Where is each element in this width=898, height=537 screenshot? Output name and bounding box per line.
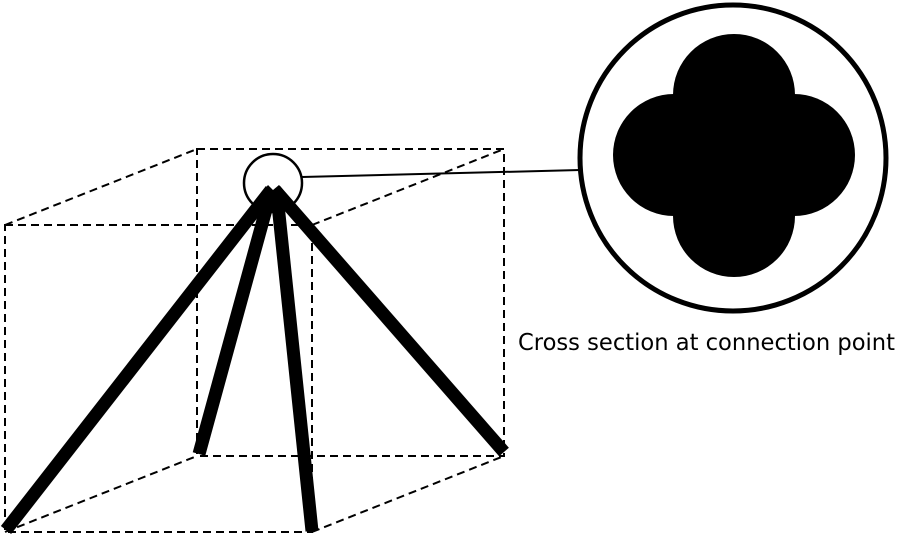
leg-back-left	[192, 193, 277, 456]
cube-edge	[4, 455, 198, 533]
legs	[0, 185, 509, 534]
dashed-cube	[4, 148, 505, 533]
cube-edge	[311, 455, 505, 533]
cube-back-face	[196, 148, 505, 457]
quatrefoil-cross-section	[613, 34, 855, 277]
leg-back-right	[270, 185, 509, 457]
leg-joint	[258, 185, 290, 210]
cross-section-view	[577, 2, 889, 314]
cube-edge	[311, 148, 505, 226]
callout-line	[301, 169, 581, 178]
cube-edge	[4, 148, 198, 226]
leg-front-left	[0, 186, 277, 534]
cube-front-face	[4, 224, 313, 533]
leg-front-right	[270, 194, 319, 532]
cross-section-caption: Cross section at connection point	[518, 330, 895, 356]
